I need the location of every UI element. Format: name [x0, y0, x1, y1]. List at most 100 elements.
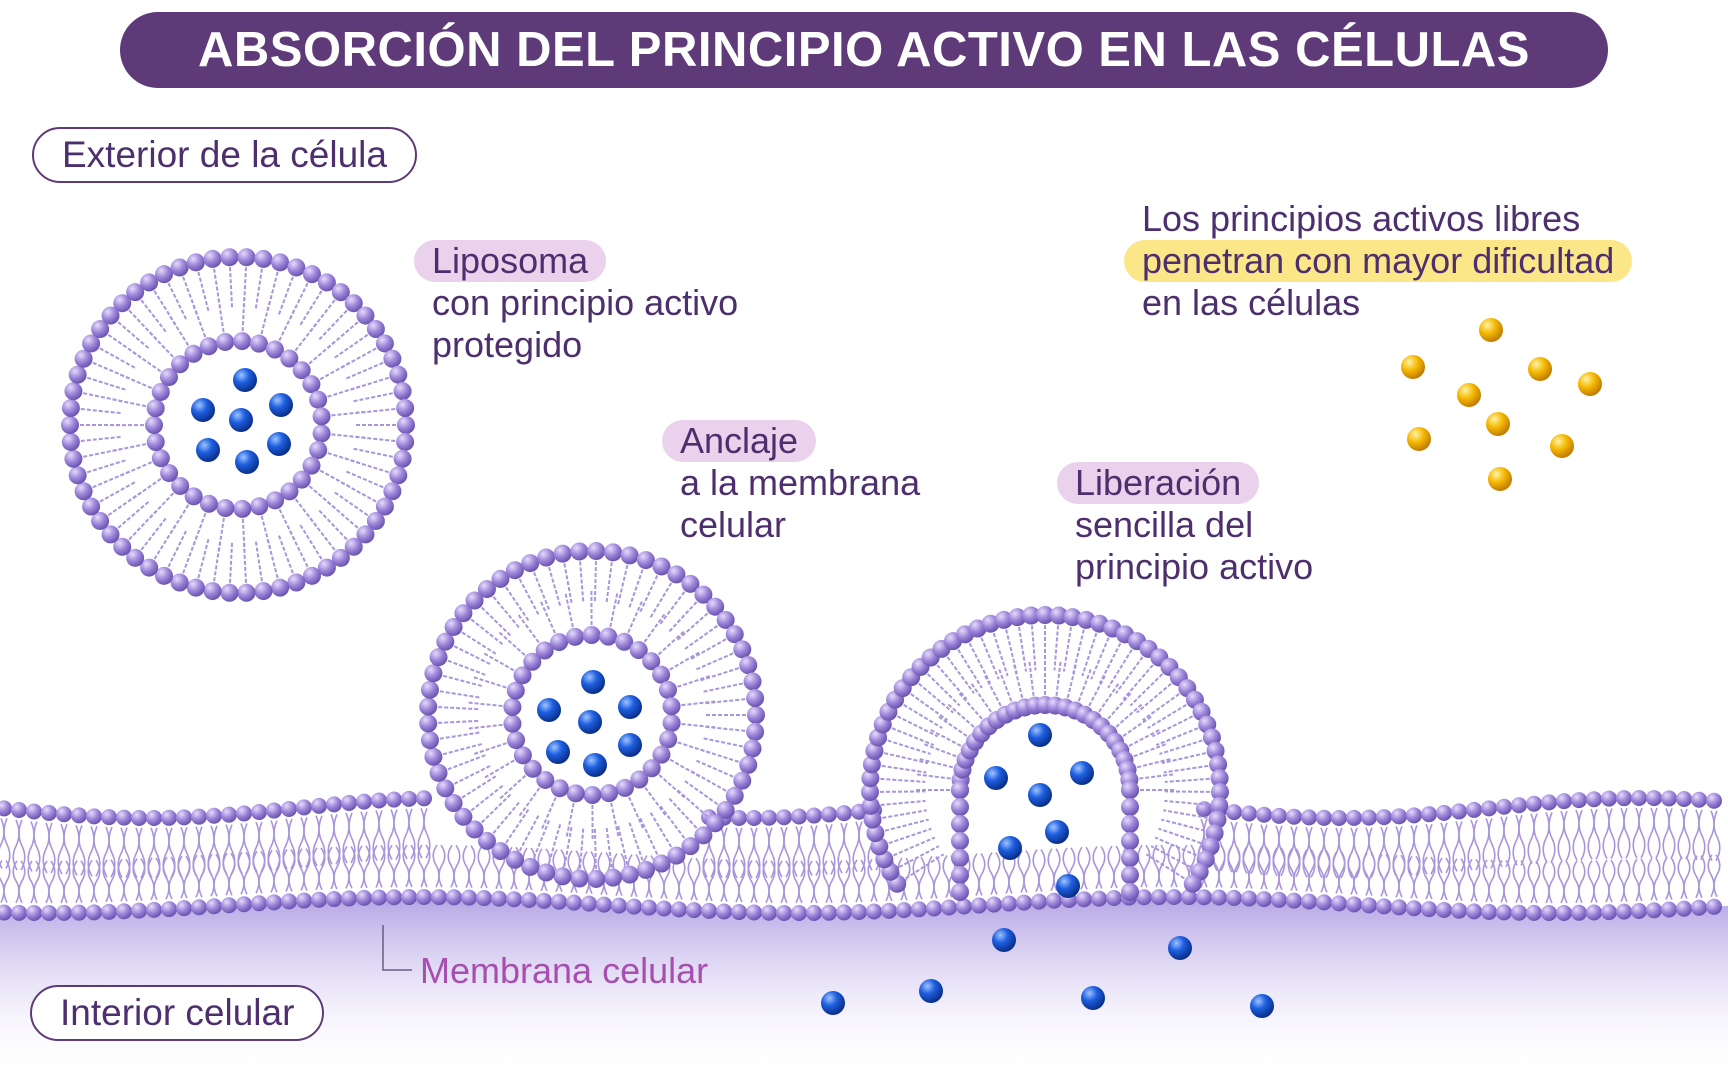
- lipid-tail: [1047, 848, 1055, 892]
- lipid-head: [1511, 797, 1527, 814]
- lipid-tail: [78, 860, 86, 904]
- lipid-tail: [1081, 632, 1098, 677]
- lipid-head: [951, 849, 969, 867]
- lipid-head: [986, 896, 1002, 913]
- lipid-tail: [57, 860, 65, 904]
- lipid-tail: [564, 591, 574, 628]
- lipid-head: [326, 891, 342, 908]
- drug-molecule: [546, 740, 570, 764]
- lipid-tail: [1572, 860, 1580, 904]
- lipid-tail: [288, 848, 296, 892]
- lipid-tail: [432, 844, 440, 888]
- lipid-tail: [1653, 857, 1661, 901]
- lipid-tail: [447, 659, 488, 677]
- lipid-head: [667, 565, 686, 584]
- lipid-tail: [867, 859, 875, 902]
- lipid-tail: [83, 447, 125, 458]
- lipid-head: [1706, 898, 1722, 915]
- lipid-head: [41, 904, 57, 921]
- lipid-head: [1646, 902, 1662, 919]
- lipid-tail: [27, 821, 35, 872]
- lipid-head: [1436, 804, 1452, 821]
- lipid-head: [309, 441, 328, 460]
- lipid-tail: [1090, 637, 1110, 680]
- lipid-head: [171, 476, 190, 495]
- lipid-head: [596, 896, 612, 913]
- lipid-tail: [905, 853, 945, 880]
- lipid-head: [491, 569, 510, 588]
- lipid-tail: [891, 727, 935, 746]
- lipid-tail: [1317, 849, 1325, 893]
- lipid-tail: [241, 295, 246, 332]
- liposome-anchored-tails: [438, 561, 746, 869]
- lipid-head: [1691, 791, 1707, 808]
- lipid-head: [746, 689, 765, 708]
- lipid-head: [681, 574, 700, 593]
- lipid-tail: [273, 849, 281, 893]
- lipid-head: [553, 867, 572, 886]
- lipid-head: [233, 332, 252, 351]
- lipid-head: [1661, 790, 1677, 807]
- lipid-tail: [919, 758, 953, 769]
- lipid-tail: [942, 855, 950, 898]
- lipid-head: [302, 265, 321, 284]
- lipid-tail: [242, 540, 248, 583]
- lipid-head: [1586, 791, 1602, 808]
- lipid-tail: [278, 508, 297, 543]
- lipid-tail: [648, 582, 673, 620]
- lipid-tail: [277, 276, 294, 317]
- lipid-head: [791, 808, 807, 825]
- lipid-head: [101, 306, 120, 325]
- lipid-tail: [852, 859, 860, 903]
- lipid-head: [250, 497, 269, 516]
- lipid-tail: [102, 826, 110, 878]
- free-drug-molecule: [1578, 372, 1602, 396]
- lipid-tail: [644, 786, 668, 818]
- lipid-tail: [1632, 858, 1640, 902]
- liposome-free: [61, 248, 415, 602]
- lipid-tail: [147, 492, 175, 521]
- lipid-tail: [348, 458, 390, 474]
- lipid-head: [236, 805, 252, 822]
- lipid-tail: [880, 799, 926, 806]
- lipid-tail: [153, 522, 178, 560]
- lipid-tail: [1150, 845, 1192, 869]
- lipid-tail: [703, 698, 746, 705]
- lipid-head: [82, 334, 101, 353]
- lipid-head: [537, 548, 556, 567]
- free-drug-caption-line3: en las células: [1142, 282, 1361, 323]
- lipid-head: [1556, 793, 1572, 810]
- lipid-head: [386, 889, 402, 906]
- lipid-head: [1211, 889, 1227, 906]
- lipid-head: [424, 664, 443, 683]
- lipid-tail: [1713, 854, 1721, 898]
- free-drug-molecule: [1488, 467, 1512, 491]
- lipid-tail: [1302, 849, 1310, 892]
- lipid-head: [1481, 903, 1497, 920]
- lipid-head: [581, 895, 597, 912]
- lipid-tail: [1383, 853, 1391, 897]
- lipid-head: [476, 890, 492, 907]
- drug-molecule: [821, 991, 845, 1015]
- lipid-head: [746, 809, 762, 826]
- lipid-head: [1226, 804, 1242, 821]
- lipid-tail: [1458, 858, 1466, 902]
- lipid-tail: [1563, 810, 1571, 862]
- lipid-tail: [338, 480, 377, 503]
- lipid-tail: [102, 859, 110, 903]
- lipid-tail: [681, 722, 718, 729]
- membrane-label-leader: [382, 925, 412, 971]
- lipid-tail: [92, 361, 132, 381]
- lipid-tail: [12, 860, 20, 904]
- lipid-head: [1226, 889, 1242, 906]
- lipid-head: [536, 892, 552, 909]
- lipid-head: [583, 785, 602, 804]
- lipid-head: [1496, 904, 1512, 921]
- lipid-tail: [99, 480, 138, 503]
- lipid-head: [302, 375, 321, 394]
- lipid-tail: [610, 802, 620, 839]
- lipid-head: [506, 891, 522, 908]
- lipid-tail: [461, 631, 499, 656]
- lipid-tail: [470, 783, 505, 812]
